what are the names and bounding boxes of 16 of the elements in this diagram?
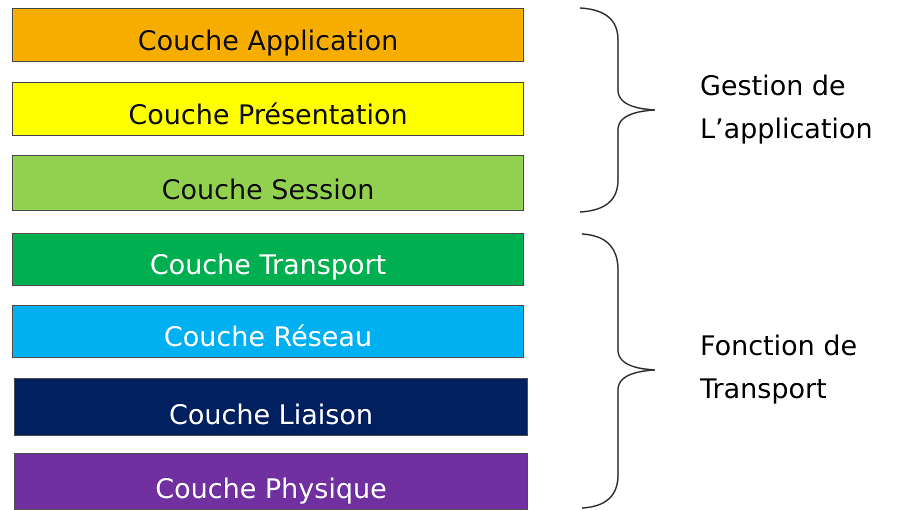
- layer-name: Couche Session: [162, 177, 374, 208]
- group-label: Gestion de L’application: [700, 70, 874, 148]
- layer-bar: [12, 305, 524, 358]
- layer-name: Couche Réseau: [164, 324, 372, 355]
- group-label: Fonction de Transport: [700, 330, 858, 408]
- layer-bar: [12, 8, 524, 62]
- layer-bar: [12, 233, 524, 286]
- layer-name: Couche Liaison: [169, 402, 373, 433]
- layer-name: Couche Application: [138, 28, 398, 59]
- layer-bar: [14, 378, 528, 436]
- layer-bar: [14, 453, 528, 510]
- layer-bar: [12, 82, 524, 136]
- layer-name: Couche Physique: [155, 476, 387, 507]
- layer-name: Couche Transport: [150, 252, 386, 283]
- layer-bar: [12, 155, 524, 211]
- layer-name: Couche Présentation: [128, 102, 408, 133]
